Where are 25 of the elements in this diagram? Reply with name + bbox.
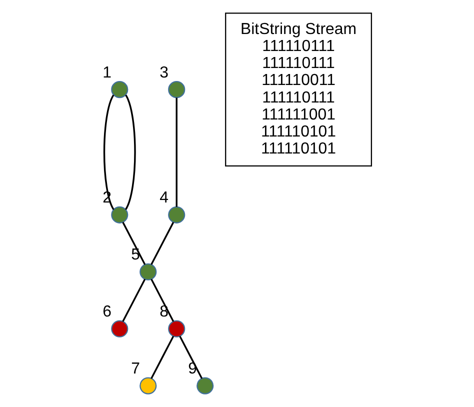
node-label: 5 [131, 246, 140, 264]
node-circle [196, 377, 214, 394]
node-label: 7 [131, 360, 140, 378]
connector [150, 336, 174, 379]
node-label: 4 [160, 190, 169, 207]
connector [176, 98, 178, 207]
node-label: 1 [102, 64, 112, 82]
node-circle [140, 263, 157, 280]
connector [179, 336, 203, 379]
node-label: 6 [102, 304, 112, 321]
node-label: 3 [160, 64, 169, 82]
connector [122, 222, 146, 265]
node-circle [168, 206, 186, 224]
connector [150, 278, 174, 322]
node-circle [140, 377, 157, 394]
node-box: BitString Stream 111110111 111110111 111110011 111110111 111111001 111110101 111110101 [225, 12, 372, 166]
node-circle [111, 320, 128, 338]
connector [150, 222, 174, 265]
node-circle [168, 320, 186, 338]
node-circle [168, 81, 186, 98]
node-circle [111, 81, 128, 98]
connector [124, 94, 136, 210]
connector [122, 278, 146, 322]
node-circle [111, 206, 128, 224]
connector [103, 94, 114, 210]
